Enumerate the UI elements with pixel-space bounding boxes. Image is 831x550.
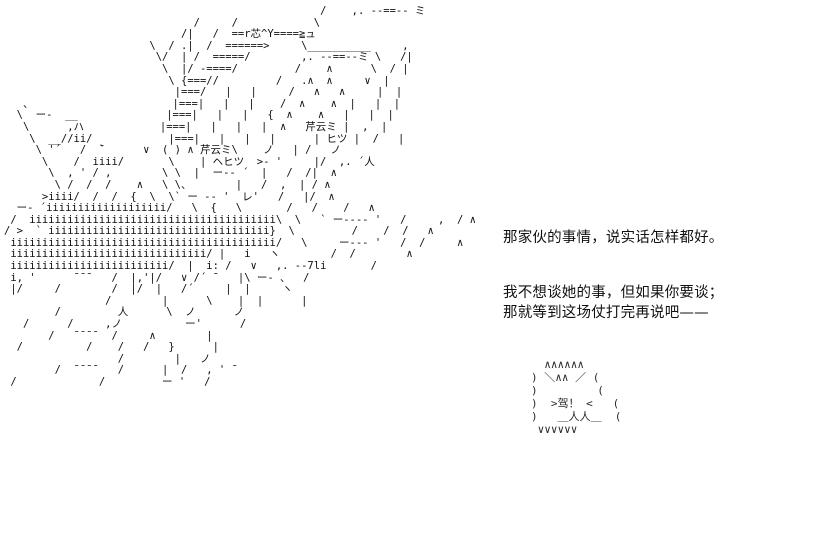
shout-bubble-aa: ∧∧∧∧∧∧ ) ＼∧∧ ／ ( ) ( ) >驾！ < ( ) ＿人人＿ ( … (531, 358, 622, 436)
dialogue-line-3: 那就等到这场仗打完再说吧—— (503, 305, 709, 321)
character-portrait-aa: / ,. -‐==‐- ミ / / \ /| / ==r芯^Y====≧ュ \ … (4, 5, 476, 388)
dialogue-line-2: 我不想谈她的事，但如果你要谈； (503, 285, 724, 301)
dialogue-line-1: 那家伙的事情，说实话怎样都好。 (503, 230, 724, 246)
